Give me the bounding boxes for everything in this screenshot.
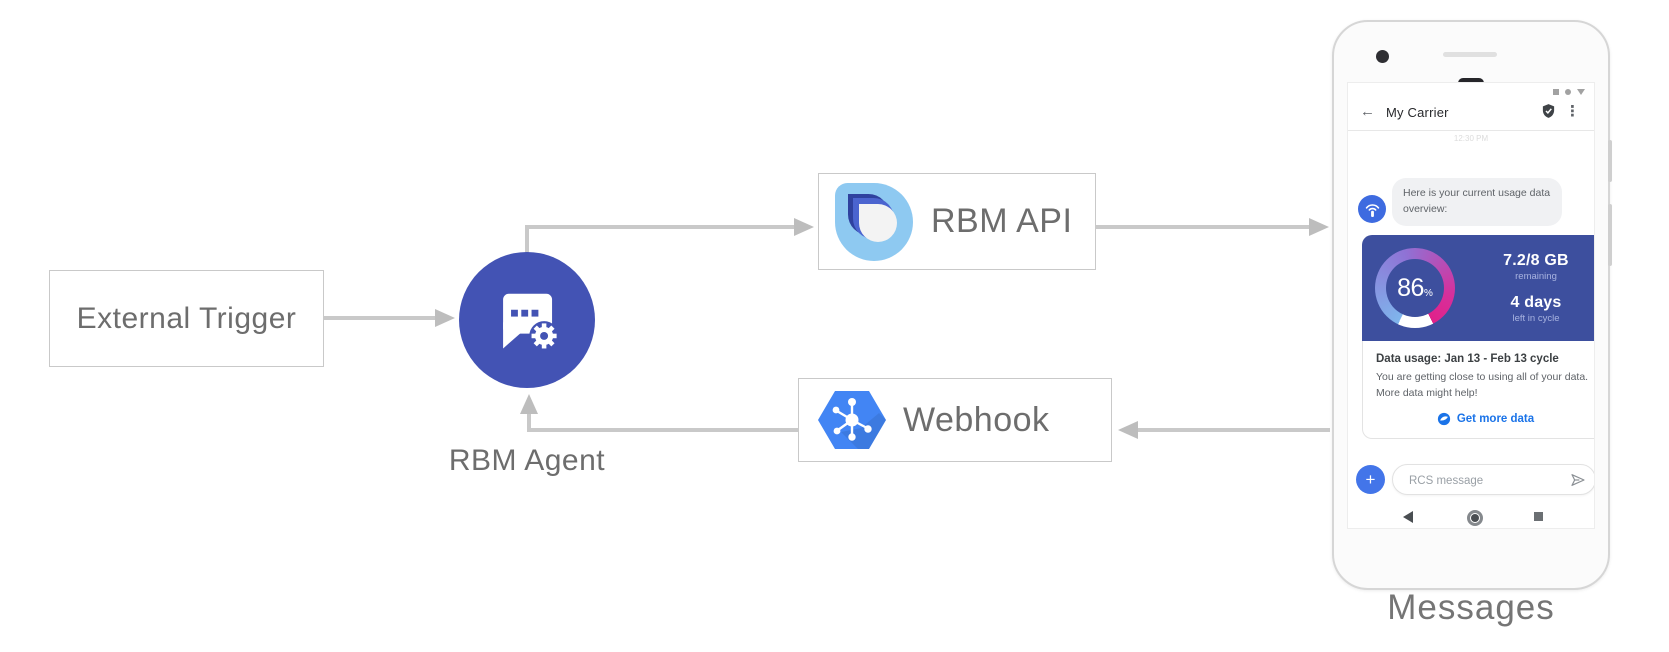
get-more-data-label: Get more data — [1456, 412, 1535, 425]
rbm-agent-node — [459, 252, 595, 388]
phone-screen: ← My Carrier ⋮ 12:30 PM He — [1347, 82, 1595, 529]
conversation-title: My Carrier — [1386, 105, 1449, 120]
pubsub-hexagon-icon — [818, 391, 886, 449]
gauge-percent: 86 — [1397, 273, 1424, 302]
webhook-label: Webhook — [903, 400, 1050, 439]
message-composer — [1392, 464, 1594, 495]
send-icon[interactable] — [1570, 472, 1586, 493]
speaker-slit — [1443, 52, 1497, 57]
nav-recents-button[interactable] — [1534, 512, 1543, 521]
overflow-menu-icon[interactable]: ⋮ — [1565, 103, 1580, 120]
status-circle-icon — [1565, 89, 1571, 95]
days-left-caption: left in cycle — [1512, 313, 1560, 324]
conversation-header: ← My Carrier ⋮ — [1348, 101, 1594, 129]
rbm-agent-label: RBM Agent — [448, 444, 606, 477]
nav-home-button[interactable] — [1467, 510, 1483, 526]
rbm-api-node: RBM API — [818, 173, 1096, 270]
get-more-data-action[interactable]: Get more data — [1376, 412, 1594, 426]
chat-gear-icon — [503, 293, 559, 351]
usage-stats: 7.2/8 GB remaining 4 days left in cycle — [1470, 235, 1594, 341]
phone-mockup: ← My Carrier ⋮ 12:30 PM He — [1332, 20, 1612, 590]
front-camera — [1376, 50, 1389, 63]
days-left-value: 4 days — [1510, 294, 1562, 311]
description-line: You are getting close to using all of yo… — [1376, 371, 1589, 383]
usage-card-title: Data usage: Jan 13 - Feb 13 cycle — [1376, 353, 1559, 365]
message-timestamp: 12:30 PM — [1453, 134, 1489, 143]
globe-data-icon — [1437, 412, 1450, 425]
arrow-webhook-to-agent — [520, 394, 798, 432]
status-bar-icons — [1553, 89, 1585, 95]
usage-card-description: You are getting close to using all of yo… — [1376, 369, 1594, 402]
volume-button — [1608, 204, 1612, 266]
gauge-percent-sign: % — [1423, 287, 1433, 299]
agent-message-bubble: Here is your current usage data overview… — [1392, 178, 1562, 226]
verified-shield-icon — [1541, 103, 1556, 124]
gauge-value: 86 % — [1386, 259, 1444, 317]
data-remaining-value: 7.2/8 GB — [1503, 252, 1569, 269]
data-usage-gauge: 86 % — [1375, 248, 1455, 328]
rbm-api-label: RBM API — [931, 202, 1073, 240]
external-trigger-label: External Trigger — [76, 301, 297, 335]
attach-plus-button[interactable]: + — [1356, 465, 1385, 494]
usage-card-body: Data usage: Jan 13 - Feb 13 cycle You ar… — [1362, 341, 1594, 439]
back-arrow-icon[interactable]: ← — [1360, 103, 1375, 120]
description-line: More data might help! — [1376, 387, 1478, 400]
data-remaining-caption: remaining — [1515, 271, 1557, 282]
usage-rich-card: 86 % 7.2/8 GB remaining 4 days left in c… — [1362, 235, 1594, 439]
power-button — [1608, 140, 1612, 182]
android-nav-bar — [1348, 508, 1594, 526]
messages-caption: Messages — [1387, 588, 1555, 627]
antenna-icon — [1365, 203, 1379, 217]
status-triangle-icon — [1577, 89, 1585, 95]
external-trigger-node: External Trigger — [49, 270, 324, 367]
agent-avatar — [1358, 195, 1386, 223]
rbm-api-logo-icon — [835, 182, 913, 261]
status-square-icon — [1553, 89, 1559, 95]
arrow-agent-to-api — [525, 218, 814, 253]
header-divider — [1348, 130, 1594, 131]
webhook-node: Webhook — [798, 378, 1112, 462]
rcs-message-input[interactable] — [1407, 466, 1561, 495]
nav-back-button[interactable] — [1403, 511, 1413, 523]
usage-card-header: 86 % 7.2/8 GB remaining 4 days left in c… — [1362, 235, 1594, 341]
